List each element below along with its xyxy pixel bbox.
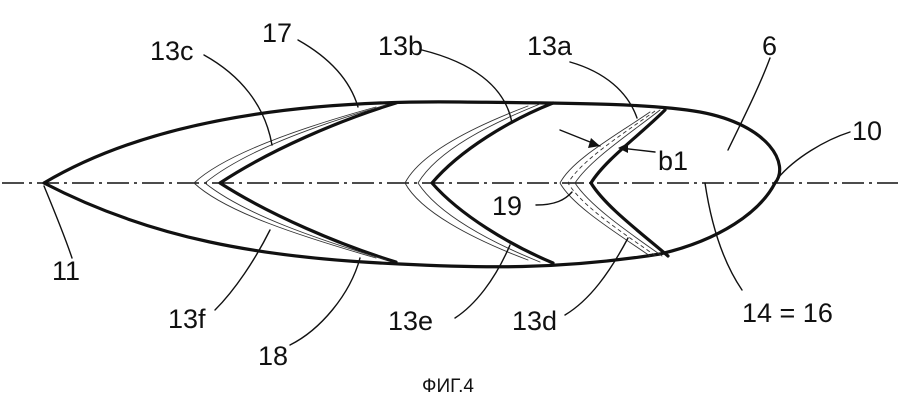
label-13e: 13e xyxy=(388,306,433,336)
section-13c-13f-thin-2 xyxy=(193,106,377,259)
figure-caption: ФИГ.4 xyxy=(422,376,474,397)
label-11: 11 xyxy=(52,256,80,286)
leader-13d xyxy=(564,237,629,316)
label-13d: 13d xyxy=(512,306,557,336)
section-13c-13f xyxy=(218,101,398,264)
leader-13b xyxy=(421,49,513,124)
leader-6 xyxy=(727,57,771,151)
label-17: 17 xyxy=(262,18,292,48)
arrowhead-right xyxy=(618,143,628,153)
label-13a: 13a xyxy=(527,31,573,61)
arrowhead-left xyxy=(588,138,600,148)
label-18: 18 xyxy=(258,341,288,371)
label-14-16: 14 = 16 xyxy=(742,298,833,328)
leader-14-16 xyxy=(704,182,743,291)
leader-10 xyxy=(777,131,851,179)
section-13a-13d xyxy=(589,108,670,258)
label-13b: 13b xyxy=(378,31,423,61)
blade-outline xyxy=(42,100,782,269)
label-10: 10 xyxy=(852,116,882,146)
section-13b-13e-thin-2 xyxy=(404,105,529,261)
section-13a-13d-thin-1 xyxy=(574,109,663,257)
label-6: 6 xyxy=(762,31,777,61)
leader-17 xyxy=(297,39,359,108)
leader-13f xyxy=(214,229,271,311)
leader-13c xyxy=(203,54,273,146)
leader-11 xyxy=(43,185,73,259)
leader-13a xyxy=(569,61,638,119)
label-19: 19 xyxy=(492,191,522,221)
section-13b-13e-thin-1 xyxy=(417,103,541,263)
label-b1: b1 xyxy=(658,146,688,176)
leader-19 xyxy=(535,191,573,206)
leader-18 xyxy=(289,257,361,346)
section-13a-13d-thin-2 xyxy=(559,111,651,257)
label-13f: 13f xyxy=(168,304,206,334)
label-13c: 13c xyxy=(150,36,194,66)
leader-13e xyxy=(454,244,511,319)
section-13c-13f-thin-1 xyxy=(204,104,387,261)
section-19-dashed xyxy=(567,110,657,257)
